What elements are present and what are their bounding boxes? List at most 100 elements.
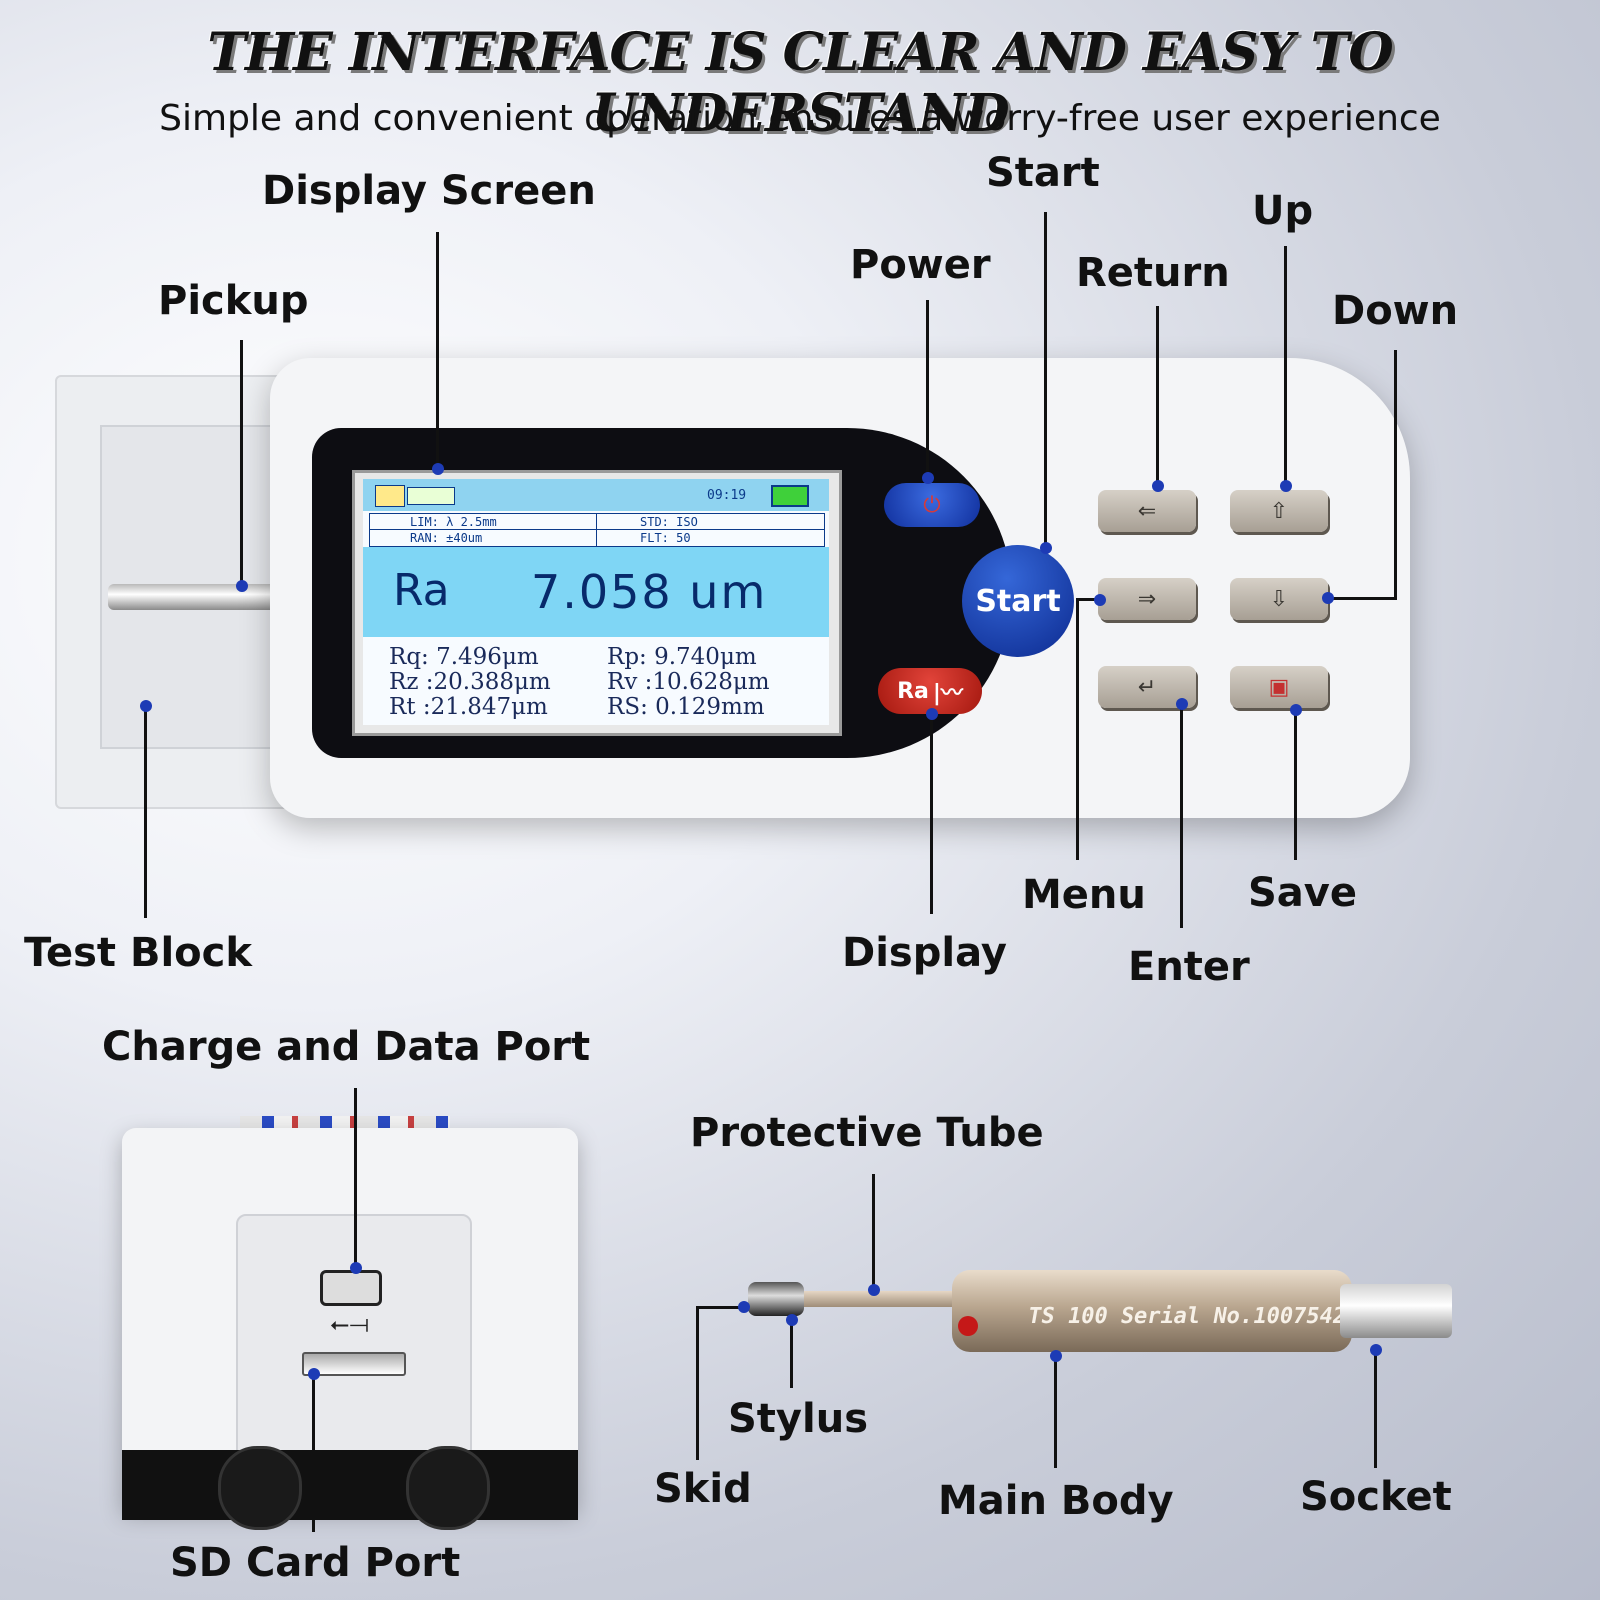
callout-dot <box>786 1314 798 1326</box>
down-button[interactable]: ⇩ <box>1230 578 1328 620</box>
lcd-panel: 09:19 LIM: λ 2.5mm STD: ISO RAN: ±40um F… <box>363 479 829 725</box>
main-param-label: Ra <box>393 565 450 616</box>
label-return: Return <box>1076 250 1230 296</box>
callout-line <box>1394 350 1397 600</box>
mode-indicator <box>407 487 455 505</box>
callout-dot <box>868 1284 880 1296</box>
label-up: Up <box>1252 188 1314 234</box>
label-socket: Socket <box>1300 1474 1452 1520</box>
callout-line <box>144 706 147 918</box>
callout-dot <box>1176 698 1188 710</box>
lcd-time: 09:19 <box>707 488 747 503</box>
protective-tube <box>790 1291 960 1307</box>
usb-icon: ⭠⟞ <box>330 1310 370 1338</box>
label-power: Power <box>850 242 991 288</box>
callout-line <box>1180 704 1183 928</box>
callout-line <box>1054 1356 1057 1468</box>
menu-button[interactable]: ⇒ <box>1098 578 1196 620</box>
subheadline: Simple and convenient operation ensures … <box>159 98 1441 139</box>
callout-dot <box>926 708 938 720</box>
callout-dot <box>350 1262 362 1274</box>
label-pickup: Pickup <box>158 278 309 324</box>
callout-line <box>1044 212 1047 548</box>
callout-line <box>312 1374 315 1532</box>
callout-line <box>1328 597 1396 600</box>
callout-line <box>354 1088 357 1268</box>
power-icon: ⏻ <box>923 492 941 518</box>
pickup-rod <box>108 584 278 610</box>
probe-main-body <box>952 1270 1352 1352</box>
callout-dot <box>1040 542 1052 554</box>
probe-skid-tip <box>748 1282 804 1316</box>
callout-line <box>1294 710 1297 860</box>
callout-dot <box>922 472 934 484</box>
lcd-setting: LIM: λ 2.5mm <box>410 515 497 529</box>
headline: THE INTERFACE IS CLEAR AND EASY TO UNDER… <box>207 22 1393 144</box>
save-button[interactable]: ▣ <box>1230 666 1328 708</box>
device-foot <box>218 1446 302 1530</box>
probe-led <box>958 1316 978 1336</box>
callout-dot <box>1094 594 1106 606</box>
lcd-setting: FLT: 50 <box>640 531 691 545</box>
callout-dot <box>236 580 248 592</box>
callout-line <box>240 340 243 586</box>
label-menu: Menu <box>1022 872 1146 918</box>
label-save: Save <box>1248 870 1358 916</box>
display-button[interactable]: Ra |〰 <box>878 668 982 714</box>
label-display: Display <box>842 930 1007 976</box>
return-button[interactable]: ⇐ <box>1098 490 1196 532</box>
device-foot <box>406 1446 490 1530</box>
display-screen: 09:19 LIM: λ 2.5mm STD: ISO RAN: ±40um F… <box>352 470 842 736</box>
callout-dot <box>1050 1350 1062 1362</box>
callout-dot <box>1370 1344 1382 1356</box>
device-base <box>122 1450 578 1520</box>
lcd-main-readout: Ra 7.058 um <box>363 547 829 637</box>
battery-icon <box>771 485 809 507</box>
waveform-icon: |〰 <box>932 681 963 706</box>
folder-icon <box>375 485 405 507</box>
ra-button-label: Ra <box>897 678 929 704</box>
save-icon: ▣ <box>1268 674 1290 700</box>
callout-line <box>1076 598 1079 860</box>
callout-dot <box>738 1301 750 1313</box>
callout-line <box>696 1306 744 1309</box>
callout-line <box>436 232 439 470</box>
callout-line <box>1284 246 1287 486</box>
callout-line <box>1076 598 1100 601</box>
callout-dot <box>1280 480 1292 492</box>
callout-line <box>790 1320 793 1388</box>
probe-socket <box>1340 1284 1452 1338</box>
lcd-values-right: Rp: 9.740μm Rv :10.628μm RS: 0.129mm <box>607 644 770 720</box>
label-protective-tube: Protective Tube <box>690 1110 1044 1156</box>
lcd-status-bar: 09:19 <box>363 479 829 511</box>
callout-dot <box>432 463 444 475</box>
label-main-body: Main Body <box>938 1478 1174 1524</box>
menu-icon: ⇒ <box>1137 586 1157 612</box>
callout-dot <box>1322 592 1334 604</box>
up-button[interactable]: ⇧ <box>1230 490 1328 532</box>
lcd-setting: RAN: ±40um <box>410 531 483 545</box>
callout-line <box>930 714 933 914</box>
callout-dot <box>140 700 152 712</box>
label-charge-data-port: Charge and Data Port <box>102 1024 591 1070</box>
callout-line <box>1374 1350 1377 1468</box>
label-sd-card-port: SD Card Port <box>170 1540 461 1586</box>
label-display-screen: Display Screen <box>262 168 596 214</box>
lcd-setting: STD: ISO <box>640 515 698 529</box>
callout-line <box>696 1306 699 1460</box>
enter-icon: ↵ <box>1137 674 1157 700</box>
arrow-down-icon: ⇩ <box>1269 586 1289 612</box>
label-test-block: Test Block <box>24 930 252 976</box>
start-button[interactable]: Start <box>962 545 1074 657</box>
label-down: Down <box>1332 288 1459 334</box>
probe-engraving: TS 100 Serial No.1007542 <box>1025 1304 1349 1329</box>
callout-dot <box>308 1368 320 1380</box>
label-skid: Skid <box>654 1466 752 1512</box>
callout-dot <box>1152 480 1164 492</box>
label-enter: Enter <box>1128 944 1250 990</box>
usb-port[interactable] <box>320 1270 382 1306</box>
power-button[interactable]: ⏻ <box>884 483 980 527</box>
callout-line <box>926 300 929 478</box>
lcd-settings-grid: LIM: λ 2.5mm STD: ISO RAN: ±40um FLT: 50 <box>369 513 825 547</box>
callout-dot <box>1290 704 1302 716</box>
